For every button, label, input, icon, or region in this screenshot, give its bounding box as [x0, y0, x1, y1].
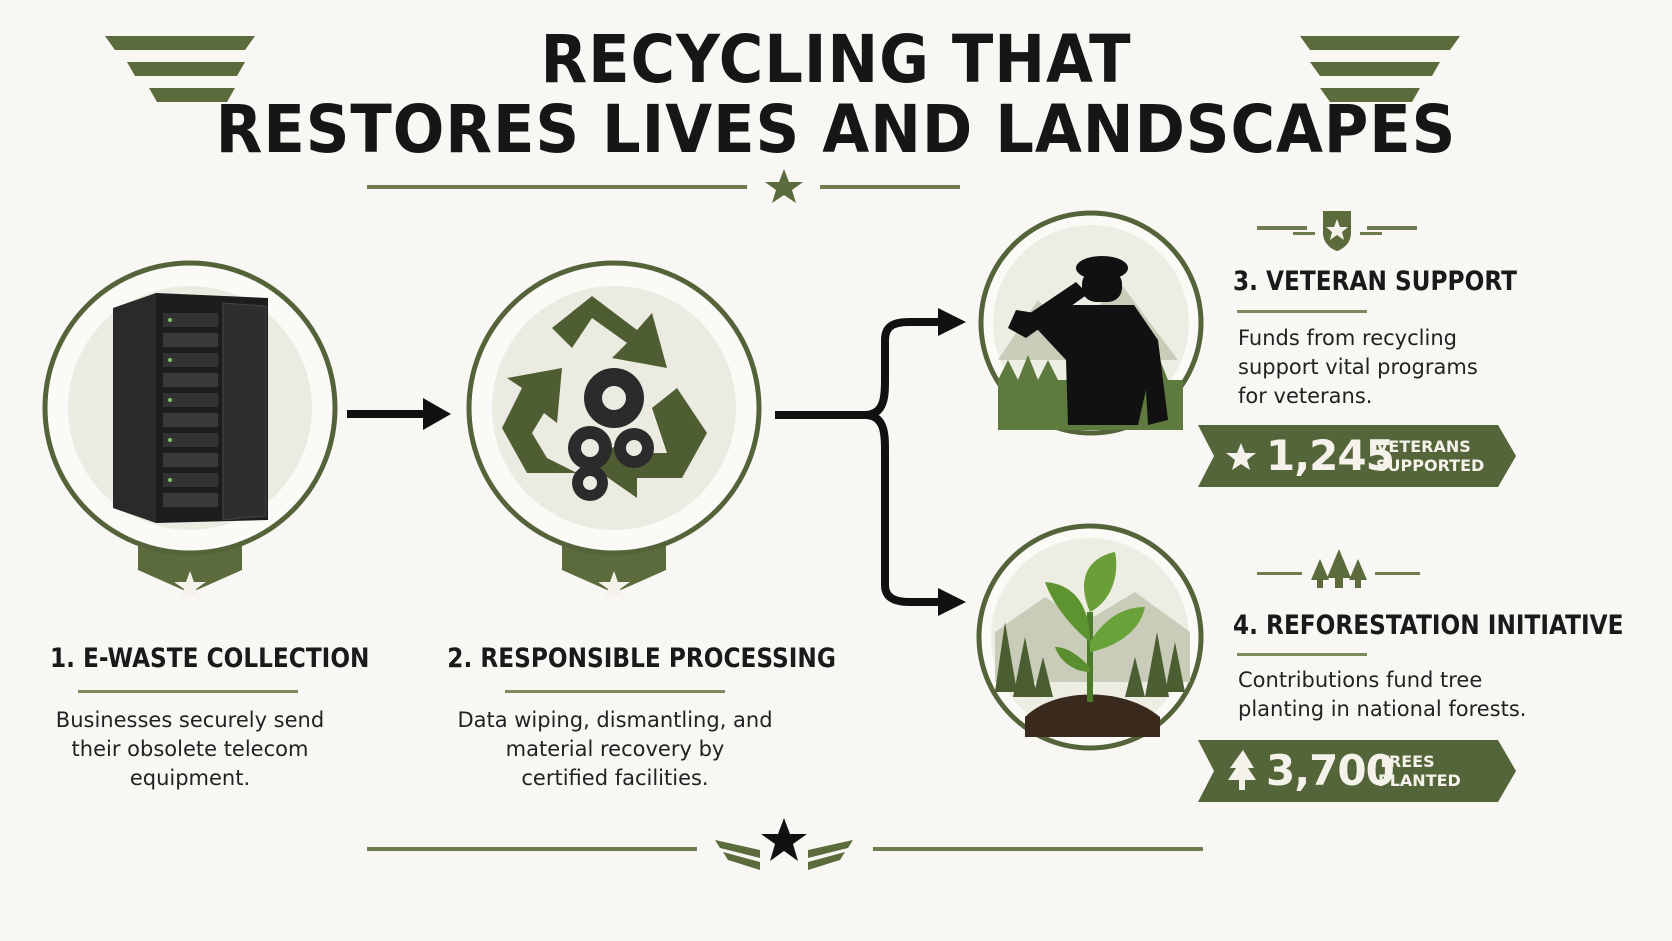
footer-star-icon — [761, 818, 807, 861]
step-1-desc-line-3: equipment. — [129, 766, 251, 790]
step-1-description: Businesses securely send their obsolete … — [40, 706, 340, 793]
step-4-underline — [1237, 653, 1367, 656]
left-chevron-stripes-icon — [105, 36, 255, 102]
step-1-desc-line-2: their obsolete telecom — [71, 737, 309, 761]
recycle-arrows-icon — [502, 296, 707, 498]
step-3-desc-line-1: Funds from recycling — [1238, 326, 1457, 350]
step-1-emblem — [42, 260, 338, 600]
pine-trees-icon — [1311, 549, 1367, 588]
trees-stat-label-line-1: TREES — [1378, 752, 1435, 771]
page-title-line-1: RECYCLING THAT — [540, 21, 1132, 98]
step-2-underline — [505, 690, 725, 693]
banner-star-icon — [1226, 443, 1256, 470]
step-3-underline — [1237, 310, 1367, 313]
divider-star-icon — [765, 169, 803, 203]
step-4-desc-line-2: planting in national forests. — [1238, 697, 1527, 721]
server-rack-icon — [113, 293, 268, 523]
branch-arrow-icon — [775, 308, 966, 616]
step-3-description: Funds from recycling support vital progr… — [1238, 324, 1478, 411]
step-1-title: 1. E-WASTE COLLECTION — [50, 643, 370, 674]
winged-star-icon — [715, 840, 853, 870]
step-2-desc-line-1: Data wiping, dismantling, and — [457, 708, 773, 732]
step-3-emblem — [978, 210, 1204, 436]
page-title-line-2: RESTORES LIVES AND LANDSCAPES — [215, 91, 1457, 168]
title-divider — [367, 169, 960, 203]
trees-stat-label-line-2: PLANTED — [1378, 771, 1461, 790]
gears-icon — [568, 368, 654, 501]
step-2-title: 2. RESPONSIBLE PROCESSING — [447, 643, 836, 674]
shield-star-ornament — [1257, 211, 1417, 251]
step-4-title: 4. REFORESTATION INITIATIVE — [1233, 610, 1624, 641]
trees-stat-banner: 3,700 TREES PLANTED — [1198, 740, 1516, 802]
shield-star-icon — [1326, 219, 1348, 240]
trees-stat-value: 3,700 — [1266, 746, 1395, 795]
step-2-emblem — [466, 260, 762, 600]
trees-ornament — [1257, 549, 1420, 588]
veterans-stat-label-line-2: SUPPORTED — [1376, 456, 1485, 475]
trees-stat-label: TREES PLANTED — [1378, 752, 1461, 790]
footer-divider — [367, 818, 1203, 870]
veterans-stat-label: VETERANS SUPPORTED — [1376, 437, 1484, 475]
veterans-stat-banner: 1,245 VETERANS SUPPORTED — [1198, 425, 1516, 487]
step-1-star-icon — [174, 571, 206, 600]
saluting-soldier-icon — [1008, 256, 1168, 425]
step-3-desc-line-3: for veterans. — [1238, 384, 1373, 408]
step-1-desc-line-1: Businesses securely send — [55, 708, 325, 732]
step-1-underline — [78, 690, 298, 693]
banner-tree-icon — [1228, 750, 1256, 790]
step-4-desc-line-1: Contributions fund tree — [1238, 668, 1483, 692]
veterans-stat-value: 1,245 — [1266, 431, 1395, 480]
step-3-title: 3. VETERAN SUPPORT — [1233, 266, 1518, 297]
right-chevron-stripes-icon — [1300, 36, 1460, 102]
step-3-desc-line-2: support vital programs — [1238, 355, 1478, 379]
step-2-desc-line-2: material recovery by — [505, 737, 725, 761]
step-2-description: Data wiping, dismantling, and material r… — [450, 706, 780, 793]
step-4-description: Contributions fund tree planting in nati… — [1238, 666, 1526, 724]
veterans-stat-label-line-1: VETERANS — [1376, 437, 1471, 456]
step-2-star-icon — [598, 571, 630, 600]
sapling-icon — [1045, 552, 1145, 702]
step-2-desc-line-3: certified facilities. — [521, 766, 709, 790]
step-4-emblem — [976, 523, 1204, 751]
arrow-step-1-to-2-icon — [347, 398, 451, 430]
